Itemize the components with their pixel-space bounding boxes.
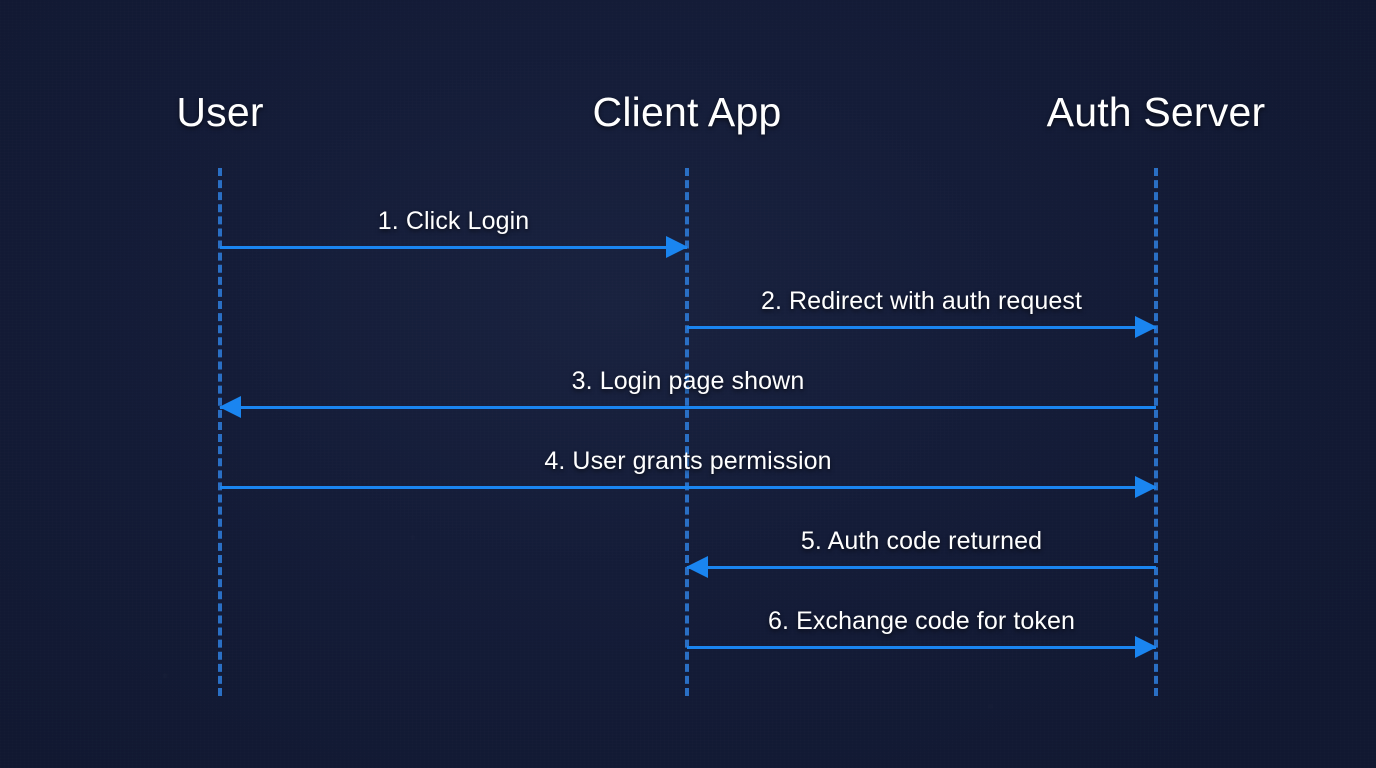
message-label-6: 6. Exchange code for token [768,607,1075,635]
lifeline-user [218,168,222,696]
participant-label-user: User [176,89,264,135]
message-label-4: 4. User grants permission [544,447,832,475]
message-line-1 [220,246,687,249]
message-label-2: 2. Redirect with auth request [760,287,1083,315]
message-line-5 [687,566,1156,569]
arrowhead-right-icon [666,236,688,258]
participant-label-client-app: Client App [592,89,782,135]
participant-label-auth-server: Auth Server [1046,89,1266,135]
lifeline-client-app [685,168,689,696]
arrowhead-left-icon [686,556,708,578]
message-line-6 [687,646,1156,649]
message-label-5: 5. Auth code returned [800,527,1043,555]
lifeline-auth-server [1154,168,1158,696]
message-line-4 [220,486,1156,489]
message-line-3 [220,406,1156,409]
arrowhead-right-icon [1135,476,1157,498]
arrowhead-left-icon [219,396,241,418]
message-label-1: 1. Click Login [377,207,530,235]
message-label-3: 3. Login page shown [571,367,805,395]
message-line-2 [687,326,1156,329]
arrowhead-right-icon [1135,316,1157,338]
arrowhead-right-icon [1135,636,1157,658]
